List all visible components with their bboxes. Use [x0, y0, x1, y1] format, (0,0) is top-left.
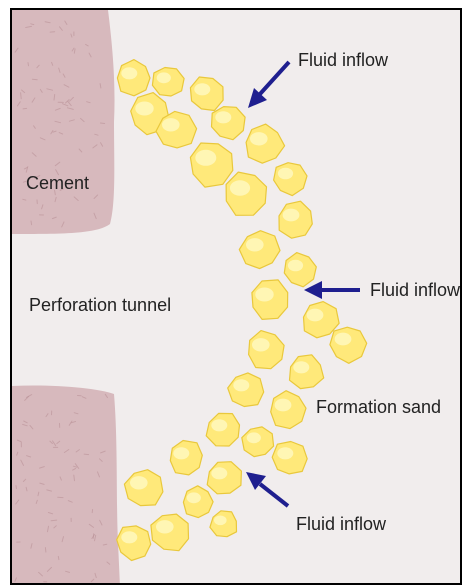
sand-grain-highlight	[278, 168, 293, 180]
sand-grain-highlight	[230, 180, 250, 195]
perforation-tunnel-label: Perforation tunnel	[29, 296, 171, 314]
sand-grain-highlight	[293, 361, 309, 373]
cement-upper-block	[12, 10, 115, 234]
sand-grain-highlight	[195, 150, 216, 166]
sand-grain-highlight	[187, 492, 201, 503]
cement-lower-block	[12, 385, 120, 585]
sand-grain-highlight	[233, 379, 249, 391]
sand-grain-highlight	[130, 476, 148, 489]
fluid-inflow-label-top: Fluid inflow	[298, 51, 388, 69]
diagram-frame: Cement Perforation tunnel Formation sand…	[10, 8, 462, 585]
sand-grain-highlight	[211, 419, 227, 431]
sand-grain-highlight	[156, 520, 174, 533]
sand-grain-highlight	[194, 83, 210, 95]
sand-grain-highlight	[121, 531, 137, 543]
sand-grain-highlight	[335, 333, 352, 346]
fluid-inflow-label-middle: Fluid inflow	[370, 281, 460, 299]
sand-grain-highlight	[246, 238, 264, 251]
sand-grain-highlight	[283, 209, 300, 222]
sand-grain-highlight	[250, 132, 268, 145]
sand-grain-highlight	[135, 102, 153, 116]
sand-grain-highlight	[214, 516, 227, 526]
sand-grain-highlight	[288, 260, 303, 272]
sand-grain-highlight	[162, 118, 180, 131]
sand-grain-highlight	[277, 447, 293, 459]
sand-grain-highlight	[247, 432, 261, 443]
sand-grain-highlight	[252, 338, 270, 351]
sand-grain-highlight	[275, 399, 292, 412]
sand-grain-highlight	[255, 288, 273, 302]
sand-grain-highlight	[307, 309, 324, 322]
sand-grain-highlight	[157, 72, 171, 83]
cement-label: Cement	[26, 174, 89, 192]
sand-grain-highlight	[215, 111, 231, 123]
sand-grain-highlight	[211, 467, 227, 479]
sand-grain-highlight	[173, 447, 189, 459]
fluid-inflow-label-bottom: Fluid inflow	[296, 515, 386, 533]
sand-grain-highlight	[121, 67, 137, 79]
formation-sand-label: Formation sand	[316, 398, 441, 416]
